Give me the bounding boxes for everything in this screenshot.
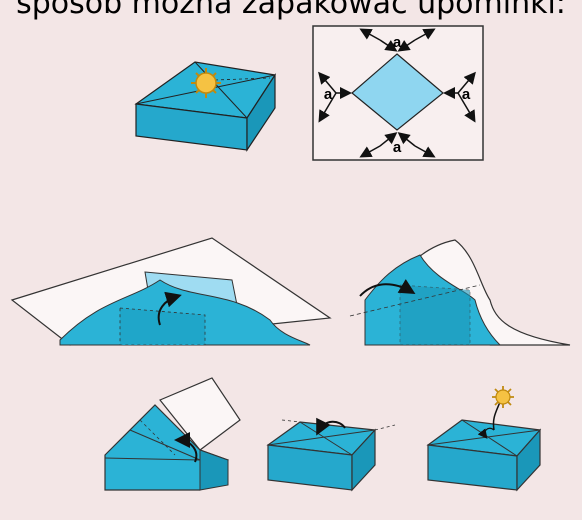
fold-step-4 xyxy=(268,420,395,490)
measurement-panel: a a a a xyxy=(313,26,483,160)
finished-box-bottom-right xyxy=(428,386,540,490)
label-a-top: a xyxy=(393,34,402,51)
label-a-bottom: a xyxy=(393,139,402,156)
finished-box-top-left xyxy=(136,62,275,150)
label-a-right: a xyxy=(462,86,471,103)
fold-step-2 xyxy=(350,240,570,345)
fold-step-3 xyxy=(105,378,240,490)
fold-step-1 xyxy=(12,238,330,345)
label-a-left: a xyxy=(324,86,333,103)
